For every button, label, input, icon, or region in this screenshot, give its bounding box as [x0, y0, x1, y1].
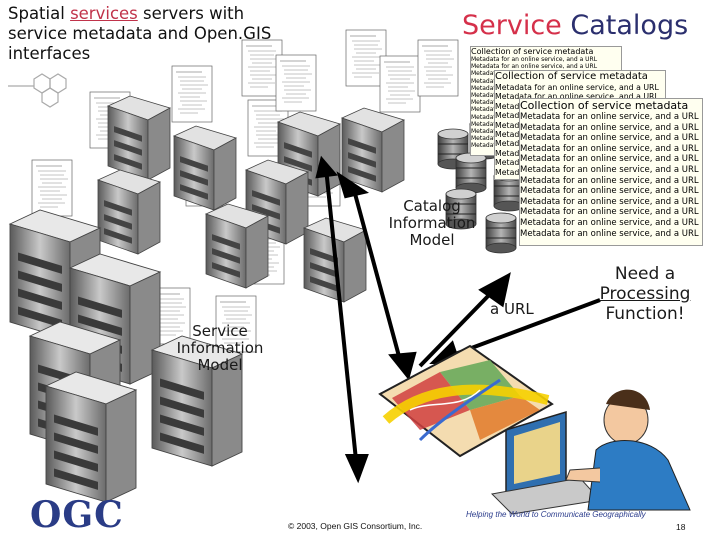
map-image — [378, 344, 554, 458]
catalog-row: Metadata for an online service, and a UR… — [495, 83, 659, 92]
slide-title-right: Service Catalogs — [462, 10, 688, 41]
copyright-text: © 2003, Open GIS Consortium, Inc. — [288, 521, 423, 531]
catalog-panel-front: Collection of service metadata Metadata … — [519, 98, 703, 246]
spatial-server-group — [9, 95, 405, 503]
catalog-row: Metadata for an online service, and a UR… — [471, 56, 598, 63]
tagline-text: Helping the World to Communicate Geograp… — [466, 510, 646, 519]
catalog-row: Metadata for an online service, and a UR… — [520, 122, 699, 133]
catalog-row: Metadata for an online service, and a UR… — [520, 228, 699, 239]
url-label: a URL — [490, 300, 534, 318]
title-left-line3: interfaces — [8, 44, 91, 63]
catalog-row: Metadata for an online service, and a UR… — [495, 92, 659, 102]
catalog-panel-header: Collection of service metadata — [471, 47, 594, 56]
catalog-row: Metadata for an online service, and a UR… — [520, 207, 699, 218]
user-at-computer-icon — [490, 389, 691, 515]
catalog-row: Metadata for an online service, and a UR… — [520, 143, 699, 154]
title-right-word2: Catalogs — [570, 10, 689, 41]
request-arrows — [315, 155, 601, 484]
catalog-information-model-label: Catalog Information Model — [388, 197, 476, 249]
catalog-row: Metadata for an online service, and a UR… — [471, 63, 598, 71]
slide-title-left: Spatial services servers with service me… — [8, 4, 318, 64]
catalog-row: Metadata for an online service, and a UR… — [520, 217, 699, 228]
catalog-panel-header: Collection of service metadata — [495, 71, 648, 82]
services-link[interactable]: services — [70, 4, 138, 23]
hexagon-cluster-icon — [8, 73, 67, 108]
need-line3: Function! — [605, 304, 685, 324]
catalog-row: Metadata for an online service, and a UR… — [520, 175, 699, 186]
title-left-line1-a: Spatial — [8, 4, 71, 23]
catalog-row: Metadata for an online service, and a UR… — [520, 133, 699, 144]
catalog-row: Metadata for an online service, and a UR… — [520, 154, 699, 165]
title-right-word1: Service — [462, 10, 562, 41]
catalog-panel-header: Collection of service metadata — [520, 99, 689, 112]
service-information-model-label: Service Information Model — [176, 322, 264, 374]
page-number: 18 — [676, 522, 686, 532]
need-line1: Need a — [614, 264, 676, 284]
catalog-row: Metadata for an online service, and a UR… — [520, 164, 699, 175]
ogc-logo: OGC — [30, 494, 124, 536]
title-left-line1-b: servers with — [137, 4, 245, 23]
catalog-row: Metadata for an online service, and a UR… — [520, 196, 699, 207]
title-left-line2: service metadata and Open.GIS — [8, 24, 272, 43]
processing-function-callout: Need a Processing Function! — [590, 264, 700, 324]
catalog-row: Metadata for an online service, and a UR… — [520, 112, 699, 122]
catalog-row: Metadata for an online service, and a UR… — [520, 186, 699, 197]
need-line2: Processing — [599, 284, 691, 304]
